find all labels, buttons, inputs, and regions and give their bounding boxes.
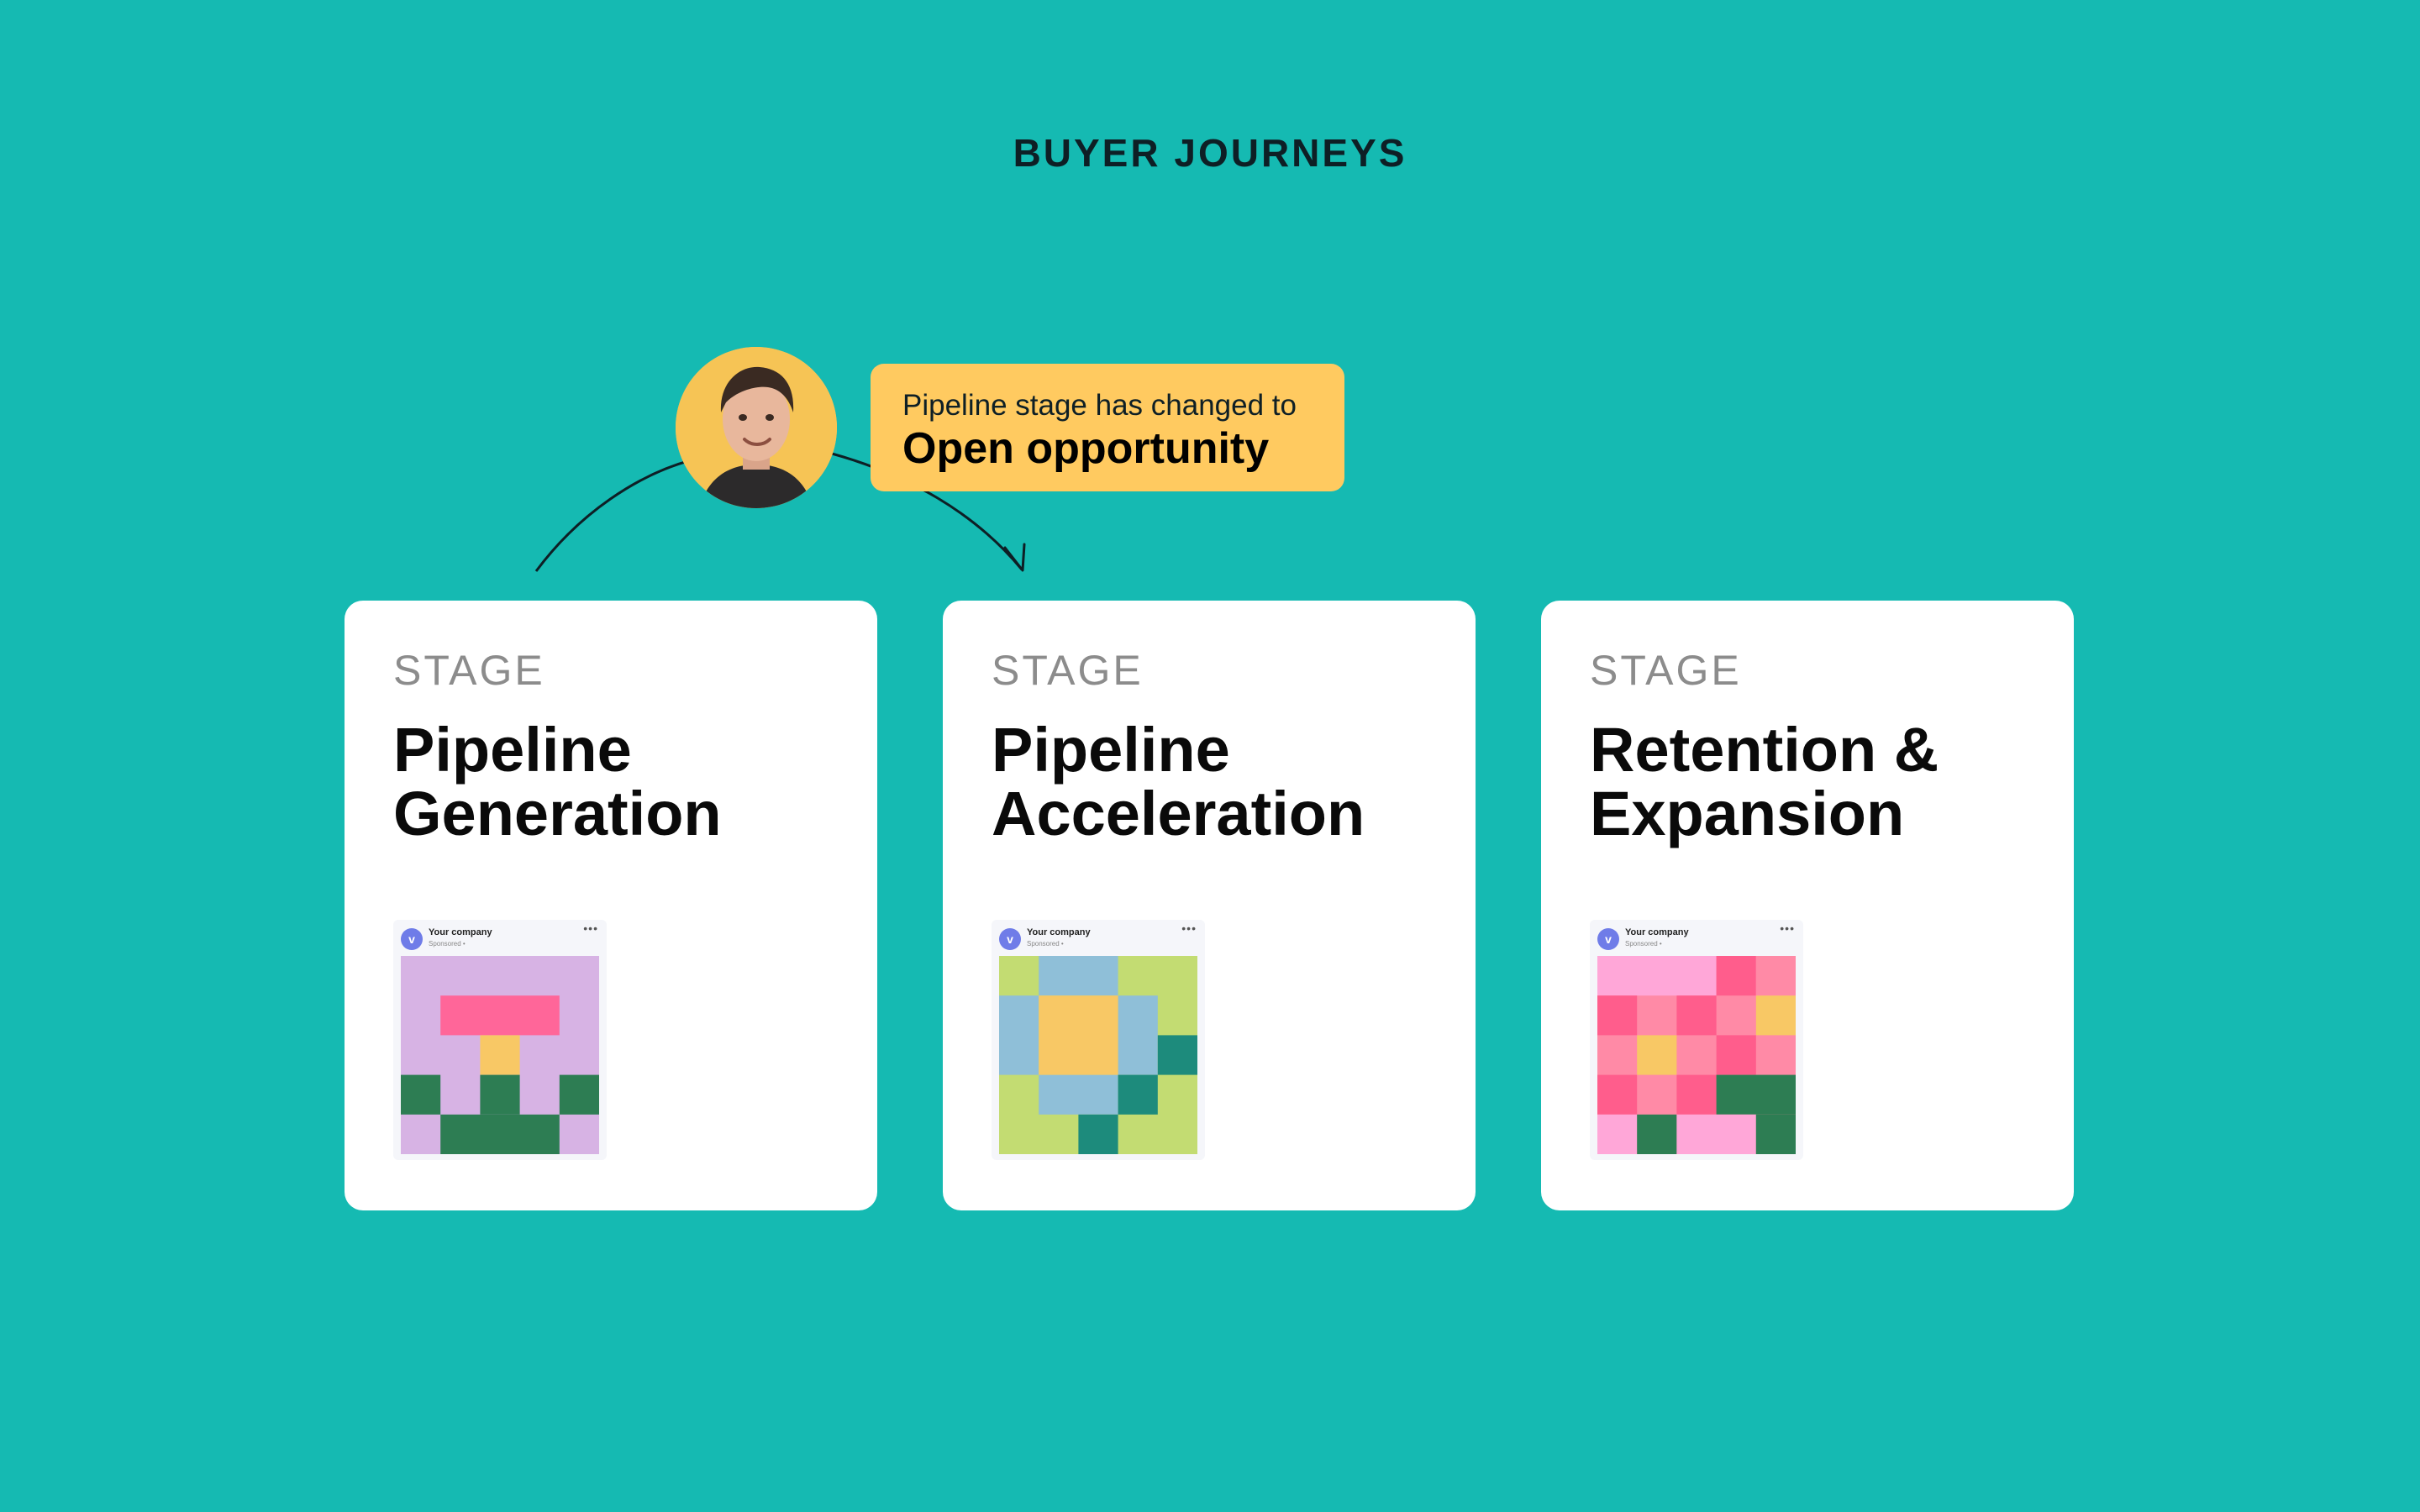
stage-card-pipeline-acceleration[interactable]: STAGE Pipeline Acceleration v Your compa… [943,601,1476,1210]
ad-company-name: Your company [1027,927,1091,937]
notification-message: Pipeline stage has changed to [902,389,1297,422]
ad-preview[interactable]: v Your company Sponsored • ••• [393,920,607,1160]
ad-sponsored-label: Sponsored • [1625,940,1662,948]
page-title: BUYER JOURNEYS [1013,131,1407,175]
ad-preview[interactable]: v Your company Sponsored • ••• [1590,920,1803,1160]
person-avatar-icon [676,347,837,508]
stage-title: Pipeline Acceleration [992,715,1365,848]
stage-label: STAGE [393,647,545,694]
ad-sponsored-label: Sponsored • [1027,940,1064,948]
pipeline-notification: Pipeline stage has changed to Open oppor… [871,364,1344,491]
ad-image [999,956,1197,1154]
ad-company-name: Your company [1625,927,1689,937]
ad-preview[interactable]: v Your company Sponsored • ••• [992,920,1205,1160]
stage-card-pipeline-generation[interactable]: STAGE Pipeline Generation v Your company… [345,601,877,1210]
ad-image [401,956,599,1154]
ad-company-name: Your company [429,927,492,937]
company-logo-icon: v [999,928,1021,950]
company-logo-icon: v [1597,928,1619,950]
company-logo-icon: v [401,928,423,950]
ad-image [1597,956,1796,1154]
stage-card-retention-expansion[interactable]: STAGE Retention & Expansion v Your compa… [1541,601,2074,1210]
more-options-icon[interactable]: ••• [1780,921,1795,935]
notification-status: Open opportunity [902,424,1270,473]
stage-label: STAGE [1590,647,1742,694]
stage-title: Pipeline Generation [393,715,722,848]
stage-title: Retention & Expansion [1590,715,1939,848]
stage-label: STAGE [992,647,1144,694]
more-options-icon[interactable]: ••• [1181,921,1197,935]
more-options-icon[interactable]: ••• [583,921,598,935]
ad-sponsored-label: Sponsored • [429,940,466,948]
